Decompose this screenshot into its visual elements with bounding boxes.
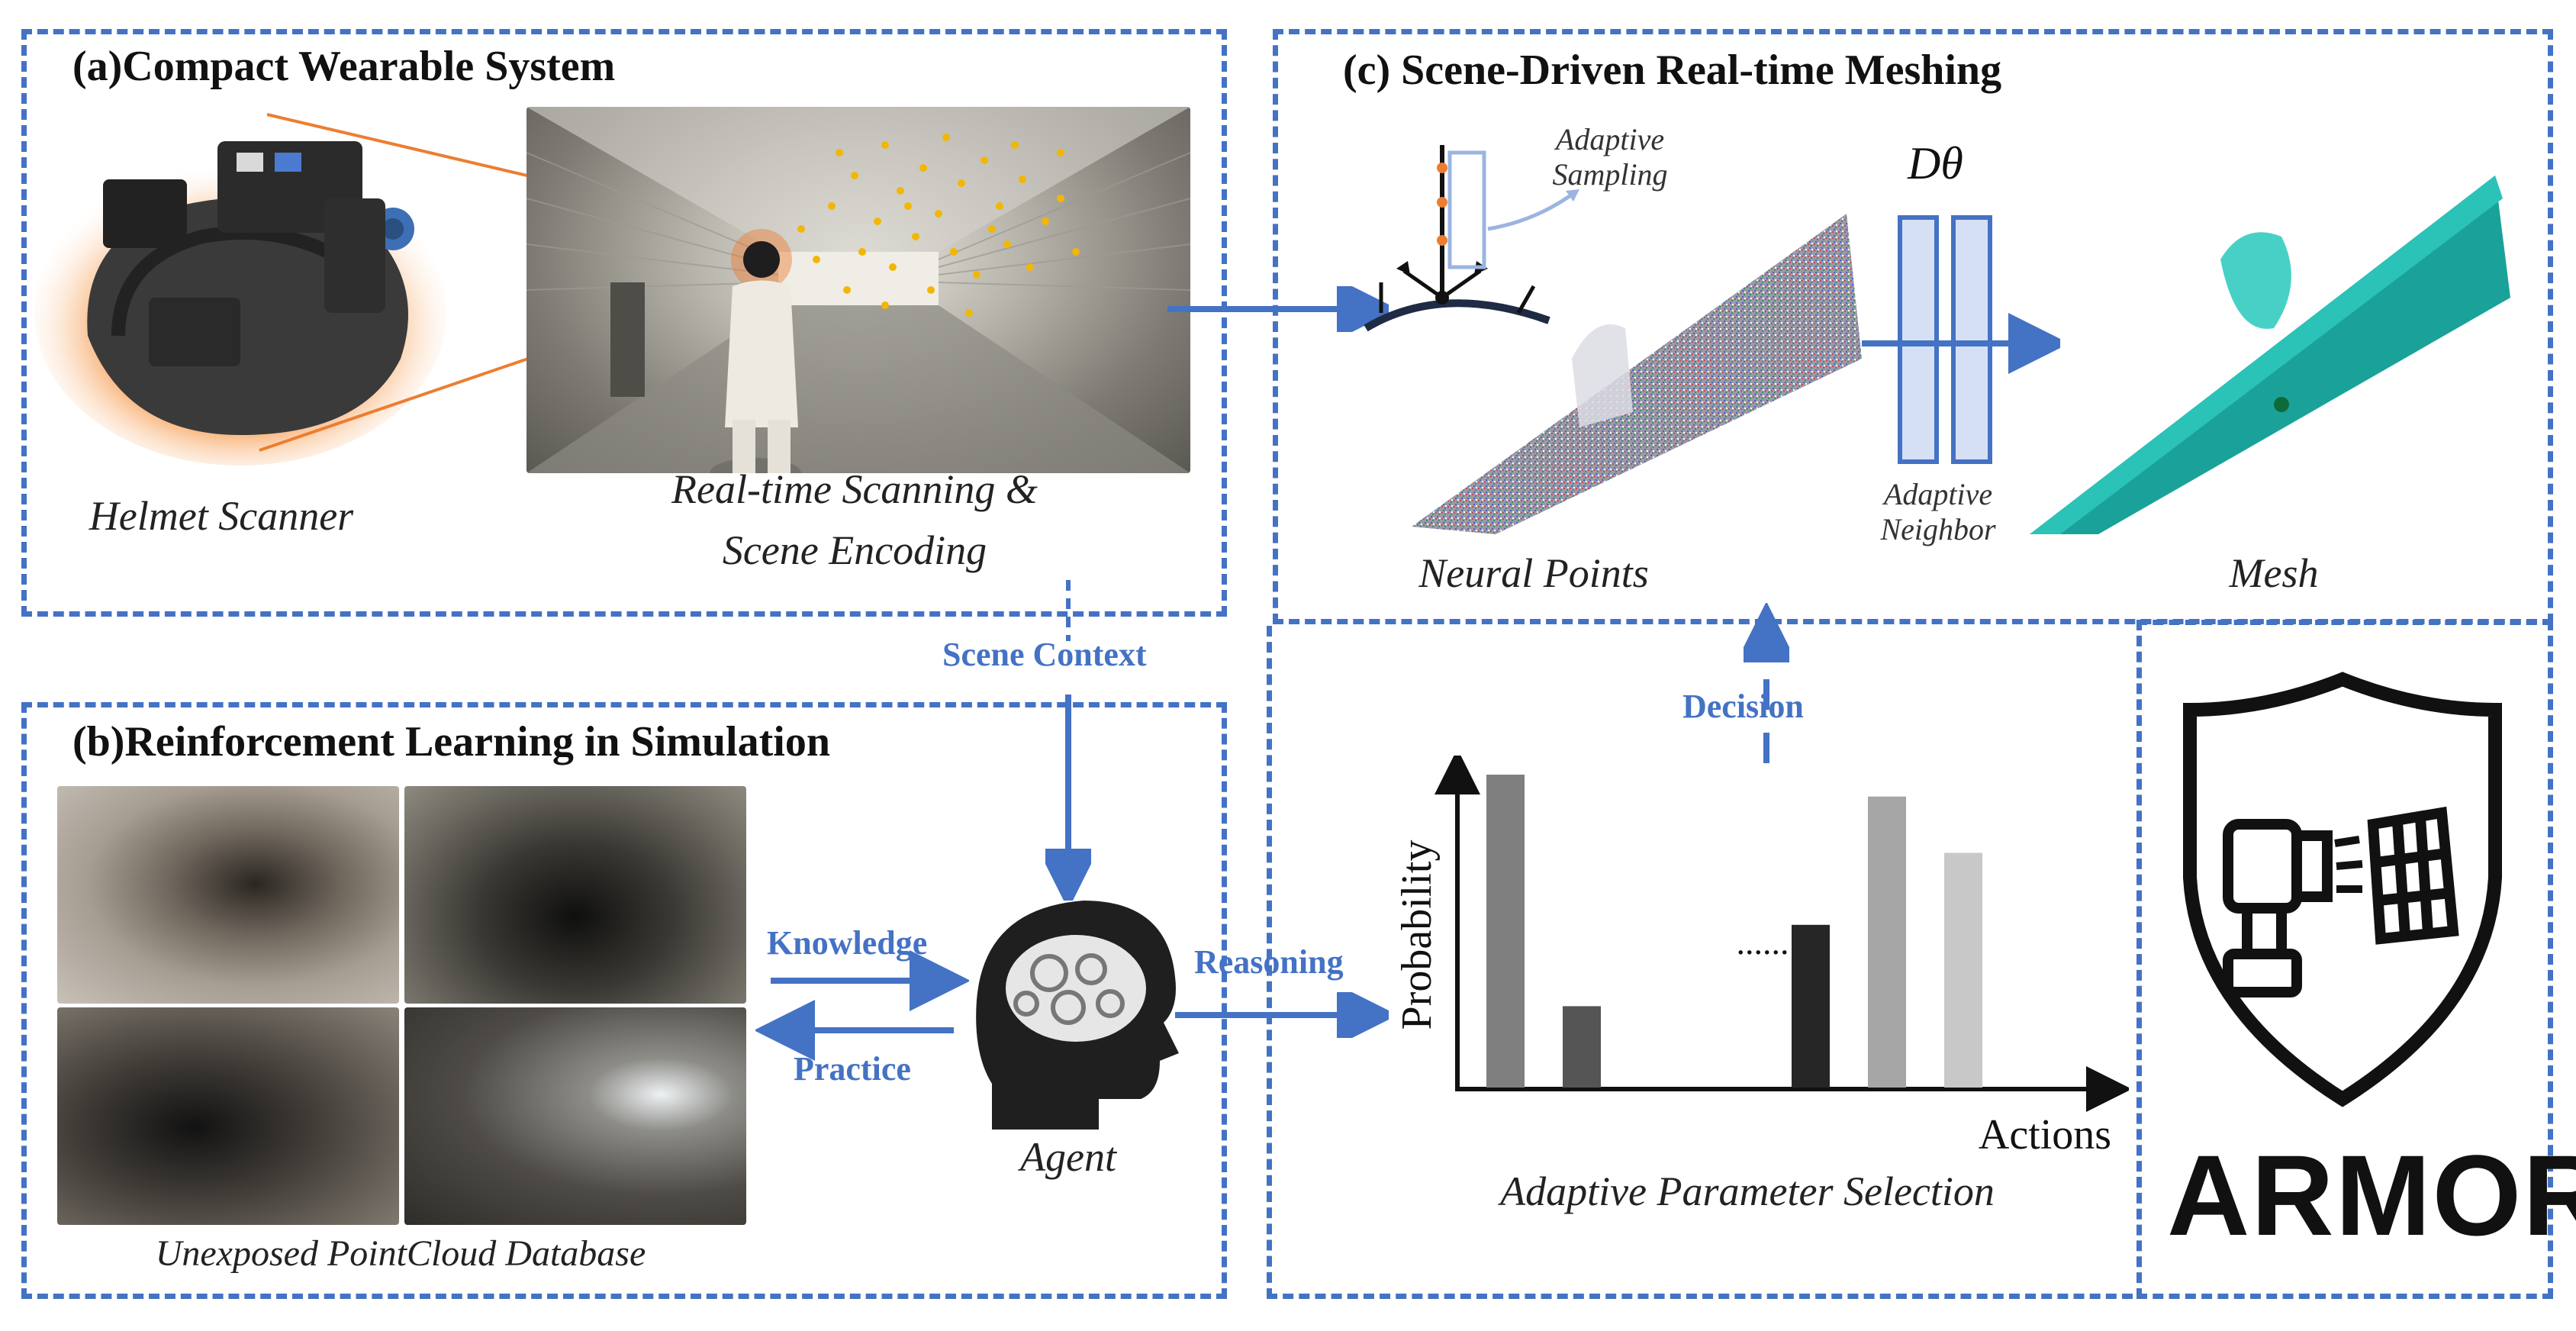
scanning-caption-line1: Real-time Scanning & xyxy=(671,466,1038,512)
scene-context-label: Scene Context xyxy=(942,636,1147,673)
database-caption: Unexposed PointCloud Database xyxy=(155,1233,646,1274)
cave-photo-2 xyxy=(404,786,746,1004)
tunnel-scanning-image xyxy=(526,107,1190,473)
armor-wordmark: ARMOR xyxy=(2167,1131,2576,1259)
chart-ylabel: Probability xyxy=(1393,840,1441,1030)
panel-armor-border xyxy=(2136,620,2553,1299)
adaptive-sampling-diagram xyxy=(1364,145,1579,332)
knowledge-practice-arrows xyxy=(755,950,969,1061)
chart-title: Adaptive Parameter Selection xyxy=(1500,1168,1995,1214)
mesh-image xyxy=(2030,176,2510,534)
agent-caption: Agent xyxy=(1020,1134,1116,1180)
neural-points-caption: Neural Points xyxy=(1418,550,1649,596)
adaptive-neighbor-label: Adaptive Neighbor xyxy=(1854,477,2022,547)
knowledge-label: Knowledge xyxy=(767,924,928,962)
agent-brain-icon xyxy=(976,901,1179,1130)
chart-bar-3 xyxy=(1792,924,1830,1088)
reasoning-arrow xyxy=(1175,992,1389,1038)
adaptive-neighbor-line2: Neighbor xyxy=(1880,512,1996,546)
helmet-scanner-image xyxy=(34,141,446,466)
practice-label: Practice xyxy=(794,1050,911,1088)
decision-arrow xyxy=(1744,603,1789,763)
panel-selection-border xyxy=(1267,626,2133,1299)
panel-c-border xyxy=(1273,29,2553,624)
reasoning-label: Reasoning xyxy=(1194,943,1344,981)
mesh-caption: Mesh xyxy=(2229,550,2319,596)
cave-photo-4 xyxy=(404,1007,746,1225)
tunnel-scene-graphic xyxy=(526,107,1190,473)
chart-bar-1 xyxy=(1486,775,1525,1088)
scene-context-arrow xyxy=(1045,580,1091,901)
panel-a-border xyxy=(21,29,1227,617)
adaptive-sampling-line1: Adaptive xyxy=(1555,122,1665,156)
helmet-scanner-caption: Helmet Scanner xyxy=(89,493,354,539)
chart-ellipsis: ...... xyxy=(1737,923,1789,962)
chart-bar-5 xyxy=(1944,852,1982,1088)
scanning-caption-line2: Scene Encoding xyxy=(722,527,987,573)
cave-photo-3 xyxy=(57,1007,399,1225)
decoder-symbol: Dθ xyxy=(1908,138,1963,189)
chart-bar-2 xyxy=(1563,1006,1601,1088)
cave-photo-1 xyxy=(57,786,399,1004)
adaptive-neighbor-line1: Adaptive xyxy=(1883,477,1993,511)
panel-b-title: (b)Reinforcement Learning in Simulation xyxy=(72,718,830,765)
decision-label: Decision xyxy=(1682,688,1804,725)
panel-a-title: (a)Compact Wearable System xyxy=(72,43,616,90)
panel-c-title: (c) Scene-Driven Real-time Meshing xyxy=(1343,47,2002,94)
armor-shield-logo xyxy=(2183,672,2502,1107)
neural-points-image xyxy=(1412,214,1862,534)
scan-to-meshing-arrow xyxy=(1167,286,1389,332)
adaptive-sampling-label: Adaptive Sampling xyxy=(1534,122,1686,192)
chart-bar-4 xyxy=(1868,796,1906,1088)
decoder-network xyxy=(1862,215,2060,464)
chart-xlabel: Actions xyxy=(1979,1111,2111,1159)
parameter-selection-chart: Probability ...... Actions xyxy=(1393,756,2129,1159)
panel-b-border xyxy=(21,702,1227,1299)
adaptive-sampling-line2: Sampling xyxy=(1552,157,1668,192)
